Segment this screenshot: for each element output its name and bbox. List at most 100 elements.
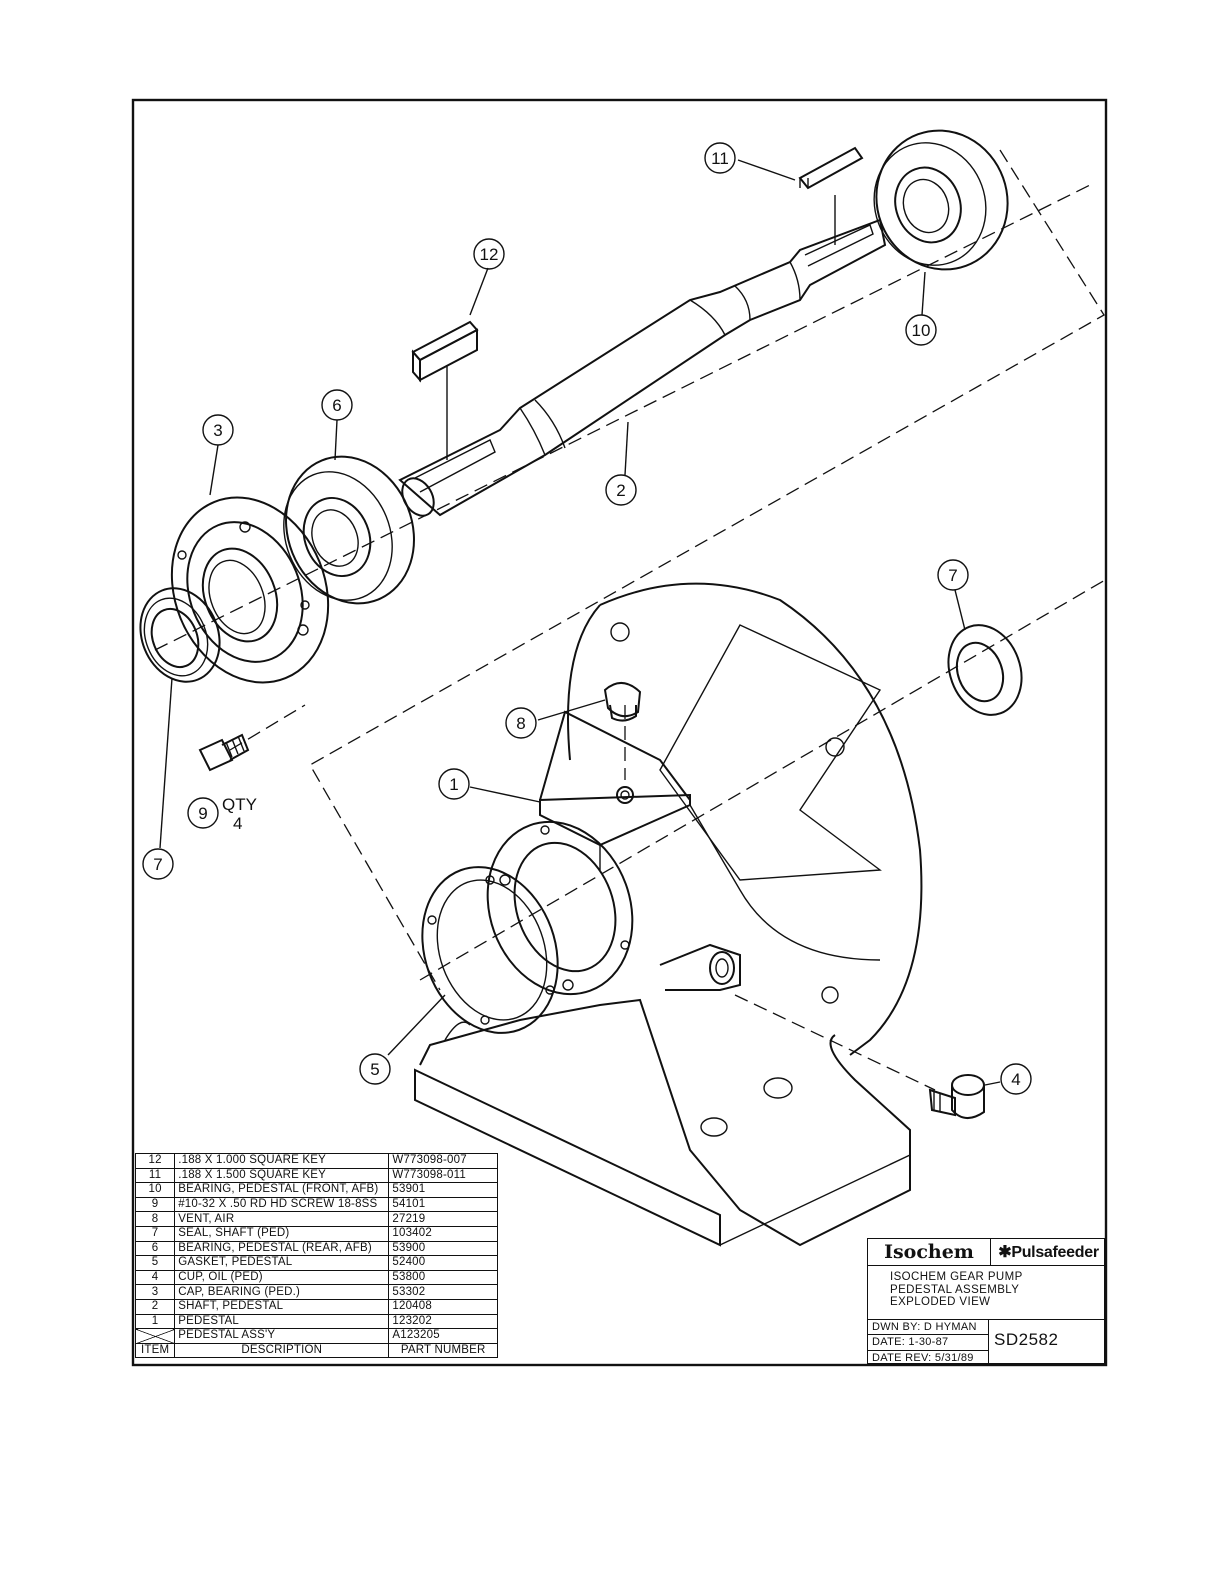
callout-10: 10 xyxy=(905,314,937,346)
drawing-title: ISOCHEM GEAR PUMP PEDESTAL ASSEMBLY EXPL… xyxy=(890,1271,1023,1309)
description-cell: VENT, AIR xyxy=(174,1211,390,1227)
qty-value: 4 xyxy=(233,814,242,833)
description-cell: BEARING, PEDESTAL (FRONT, AFB) xyxy=(174,1182,390,1198)
item-cell xyxy=(134,1328,176,1344)
part-number-cell: 103402 xyxy=(388,1225,498,1242)
part-number-cell: 53800 xyxy=(388,1269,498,1286)
air-vent-part xyxy=(603,682,642,722)
part-number-cell: 53901 xyxy=(388,1182,498,1198)
svg-text:6: 6 xyxy=(332,396,341,415)
pulsafeeder-logo: ✱Pulsafeeder xyxy=(998,1244,1099,1261)
item-cell: 12 xyxy=(134,1153,176,1169)
assembly-centerlines xyxy=(154,149,1106,1091)
shaft-part xyxy=(398,218,887,517)
item-cell: 10 xyxy=(134,1182,176,1198)
description-cell: CAP, BEARING (PED.) xyxy=(174,1284,390,1300)
svg-text:8: 8 xyxy=(516,714,525,733)
item-cell: 11 xyxy=(134,1167,176,1184)
item-cell: 1 xyxy=(134,1313,176,1330)
callout-3: 3 xyxy=(202,414,234,446)
screw-part xyxy=(198,733,250,772)
title-block-info: DWN BY: D HYMAN DATE: 1-30-87 DATE REV: … xyxy=(868,1319,1104,1366)
bearing-rear-part xyxy=(283,455,415,605)
drawing-title-line: PEDESTAL ASSEMBLY xyxy=(890,1283,1020,1296)
callout-7-right: 7 xyxy=(937,559,969,591)
callout-12: 12 xyxy=(473,238,505,270)
item-cell: 9 xyxy=(134,1196,176,1213)
oil-cup-part xyxy=(928,1074,985,1119)
callout-8: 8 xyxy=(505,707,537,739)
bearing-cap-part xyxy=(170,496,330,684)
pedestal-part xyxy=(414,582,923,1247)
callout-2: 2 xyxy=(605,474,637,506)
svg-text:10: 10 xyxy=(912,321,931,340)
description-cell: BEARING, PEDESTAL (REAR, AFB) xyxy=(174,1240,390,1257)
callout-9: 9 xyxy=(187,797,219,829)
part-number-cell: W773098-011 xyxy=(388,1167,498,1184)
part-number-cell: 52400 xyxy=(388,1255,498,1271)
drawing-date: DATE: 1-30-87 xyxy=(868,1335,988,1351)
part-number-cell: W773098-007 xyxy=(388,1153,498,1169)
callout-6: 6 xyxy=(321,389,353,421)
description-cell: PEDESTAL ASS'Y xyxy=(174,1328,390,1344)
item-cell: 2 xyxy=(134,1298,176,1315)
part-number-cell: 53900 xyxy=(388,1240,498,1257)
drawing-border xyxy=(131,98,1108,1367)
bearing-front-part xyxy=(873,129,1009,271)
title-block-dates: DWN BY: D HYMAN DATE: 1-30-87 DATE REV: … xyxy=(868,1320,989,1366)
part-number-header: PART NUMBER xyxy=(388,1342,498,1359)
description-cell: GASKET, PEDESTAL xyxy=(174,1255,390,1271)
svg-text:9: 9 xyxy=(198,804,207,823)
callout-1: 1 xyxy=(438,768,470,800)
description-cell: #10-32 X .50 RD HD SCREW 18-8SS xyxy=(174,1196,390,1213)
item-cell: 7 xyxy=(134,1225,176,1242)
svg-text:7: 7 xyxy=(948,566,957,585)
item-cell: 5 xyxy=(134,1255,176,1271)
svg-text:7: 7 xyxy=(153,855,162,874)
item-cell: 6 xyxy=(134,1240,176,1257)
part-number-cell: 27219 xyxy=(388,1211,498,1227)
description-cell: .188 X 1.500 SQUARE KEY xyxy=(174,1167,390,1184)
item-cell: 3 xyxy=(134,1284,176,1300)
callout-7-left: 7 xyxy=(142,848,174,880)
description-cell: SEAL, SHAFT (PED) xyxy=(174,1225,390,1242)
svg-text:3: 3 xyxy=(213,421,222,440)
part-number-cell: 123202 xyxy=(388,1313,498,1330)
callout-leaders xyxy=(159,159,1001,1086)
part-number-cell: 120408 xyxy=(388,1298,498,1315)
callout-5: 5 xyxy=(359,1053,391,1085)
item-cell: 8 xyxy=(134,1211,176,1227)
svg-text:5: 5 xyxy=(370,1060,379,1079)
svg-text:1: 1 xyxy=(449,775,458,794)
part-number-cell: 53302 xyxy=(388,1284,498,1300)
title-block-logos: Isochem ✱Pulsafeeder xyxy=(868,1239,1104,1266)
qty-label: QTY xyxy=(222,795,257,814)
shaft-seal-left-part xyxy=(139,587,221,683)
description-cell: SHAFT, PEDESTAL xyxy=(174,1298,390,1315)
title-block: Isochem ✱Pulsafeeder ISOCHEM GEAR PUMP P… xyxy=(867,1238,1105,1366)
svg-text:12: 12 xyxy=(480,245,499,264)
drawn-by: DWN BY: D HYMAN xyxy=(868,1320,988,1336)
description-cell: .188 X 1.000 SQUARE KEY xyxy=(174,1153,390,1169)
revision-date: DATE REV: 5/31/89 xyxy=(872,1351,974,1364)
key-11-part xyxy=(798,146,864,190)
svg-text:4: 4 xyxy=(1011,1070,1020,1089)
callout-bubbles: 11 12 10 6 3 2 7 8 1 9 7 5 4 QTY 4 xyxy=(142,142,1032,1095)
shaft-seal-right-part xyxy=(947,624,1023,716)
item-cell: 4 xyxy=(134,1269,176,1286)
description-cell: CUP, OIL (PED) xyxy=(174,1269,390,1286)
svg-text:2: 2 xyxy=(616,481,625,500)
